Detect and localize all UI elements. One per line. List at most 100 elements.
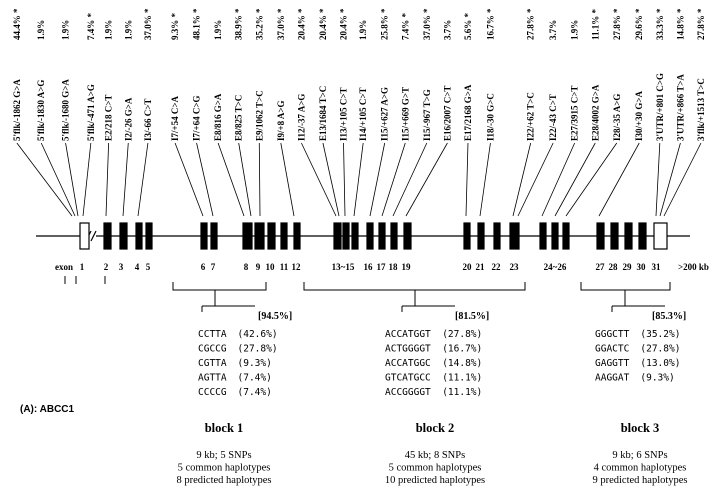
snp-label: I28/-35 A>G (612, 94, 622, 141)
snp-label: I15/+627 A>G (380, 87, 390, 141)
snp-leader-line (65, 142, 79, 217)
exon-box (103, 222, 112, 250)
snp-marker: 20.4% *E13/1684 T>C (318, 8, 340, 217)
snp-frequency: 37.0% * (422, 8, 432, 40)
exon-box (596, 222, 605, 250)
snp-leader-line (258, 142, 261, 217)
exon-number: 18 (389, 262, 399, 272)
snp-marker: 11.1% *E28/4002 G>A (554, 8, 600, 217)
exon-number: 9 (256, 262, 261, 272)
snp-label: I12/-37 A>G (296, 94, 306, 141)
snp-leader-line (381, 142, 406, 217)
snp-leader-line (196, 142, 214, 217)
snp-leader-line (105, 142, 110, 217)
snp-marker: 14.8% *3'UTR/+866 T>A (659, 8, 685, 217)
snp-label: 5'flk/-471 A>G (86, 84, 96, 141)
block-connector (401, 290, 455, 312)
snp-marker: 37.0% *I15/-967 T>G (392, 8, 432, 217)
snp-leader-line (554, 142, 596, 217)
snp-frequency: 7.4% * (400, 13, 410, 41)
snp-leader-line (122, 142, 129, 217)
exon-box (119, 222, 128, 250)
snp-frequency: 1.9% (123, 20, 133, 40)
haplotype-sequence: ACCGGGGT (385, 387, 431, 398)
snp-leader-line (322, 142, 340, 217)
block-bracket (172, 282, 267, 291)
exon-number: 21 (476, 262, 486, 272)
snp-label: I7/+64 C>G (192, 95, 202, 141)
haplotype-sequence: GGGCTT (595, 329, 630, 340)
snp-marker: 9.3% *I7/+54 C>A (170, 13, 204, 217)
haplotype-frequency: (27.8%) (640, 344, 680, 355)
snp-frequency: 7.4% * (86, 13, 96, 41)
exon-number: 28 (609, 262, 619, 272)
snp-leader-line (238, 142, 252, 217)
block-summary-line: 9 kb; 6 SNPs (612, 450, 667, 461)
snp-leader-line (353, 142, 364, 217)
block-summary-line: 45 kb; 8 SNPs (405, 450, 465, 461)
haplotype-frequency: (11.1%) (442, 387, 482, 398)
exon-box (145, 222, 153, 250)
snp-frequency: 1.9% (213, 20, 223, 40)
snp-label: I7/+54 C>A (170, 95, 180, 141)
haplotype-block: [94.5%]CCTTA(42.6%)CGCCG(27.8%)CGTTA(9.3… (172, 282, 292, 486)
exon-number: 23 (510, 262, 520, 272)
gene-structure (36, 222, 690, 250)
snp-marker: 20.4% *I12/-37 A>G (296, 8, 337, 217)
exon-box (477, 222, 485, 250)
haplotype-frequency: (9.3%) (238, 358, 272, 369)
exon-number: 22 (492, 262, 502, 272)
snp-frequency: 3.7% (442, 20, 452, 40)
snp-leader-line (301, 142, 337, 217)
exon-axis-prefix: exon (55, 262, 73, 272)
exon-box (342, 222, 350, 250)
snp-leader-line (280, 142, 295, 217)
exon-number: 29 (623, 262, 633, 272)
haplotype-sequence: ACCATGGT (385, 329, 431, 340)
snp-leader-line (174, 142, 204, 217)
exon-box (242, 222, 253, 250)
haplotype-sequence: GGACTC (595, 344, 629, 355)
exon-box (79, 222, 90, 250)
snp-marker: 38.9% *E8/825 T>C (234, 8, 252, 217)
exon-box (333, 222, 342, 250)
haplotype-frequency: (11.1%) (442, 373, 482, 384)
snp-label: I30/+30 G>A (634, 90, 644, 141)
snp-label: 3'UTR/+801 C>G (655, 73, 665, 141)
snp-label: I22/-43 C>T (548, 94, 558, 141)
exon-box (254, 222, 265, 250)
snp-labels-layer: 44.4% *5'flk/-1862 G>A1.9%5'flk/-1830 A>… (12, 8, 706, 217)
snp-marker: 44.4% *5'flk/-1862 G>A (12, 8, 73, 217)
exon-number: 20 (463, 262, 473, 272)
snp-marker: 37.0% *I3/-66 C>T (137, 8, 153, 217)
snp-frequency: 25.8% * (380, 8, 390, 40)
haplotype-sequence: GAGGTT (595, 358, 630, 369)
haplotype-frequency: (27.8%) (442, 329, 482, 340)
haplotype-sequence: AGTTA (198, 373, 227, 384)
snp-marker: 16.7% *I18/-30 G>C (479, 8, 495, 217)
snp-leader-line (598, 142, 640, 217)
snp-marker: 1.9%5'flk/-1830 A>G (36, 20, 76, 217)
block-percentage: [85.3%] (652, 311, 686, 322)
snp-frequency: 16.7% * (485, 8, 495, 40)
exon-box (351, 222, 359, 250)
snp-label: E16/2007 C>T (442, 86, 452, 141)
snp-frequency: 37.0% * (143, 8, 153, 40)
exon-number: 30 (637, 262, 647, 272)
snp-frequency: 3.7% (548, 20, 558, 40)
block-summary-line: 4 common haplotypes (594, 463, 687, 474)
exon-number: 16 (364, 262, 374, 272)
snp-label: E9/1062 T>C (254, 90, 264, 141)
haplotype-frequency: (27.8%) (238, 344, 278, 355)
exon-number: 19 (402, 262, 412, 272)
snp-frequency: 29.6% * (634, 8, 644, 40)
snp-frequency: 38.9% * (234, 8, 244, 40)
snp-frequency: 1.9% (358, 20, 368, 40)
haplotype-frequency: (7.4%) (238, 387, 272, 398)
block-summary-line: 5 common haplotypes (178, 463, 271, 474)
exon-number: 24~26 (544, 262, 567, 272)
block-title: block 3 (621, 421, 660, 435)
snp-frequency: 27.8% * (526, 8, 536, 40)
exon-box (293, 222, 301, 250)
block-bracket (580, 282, 671, 291)
